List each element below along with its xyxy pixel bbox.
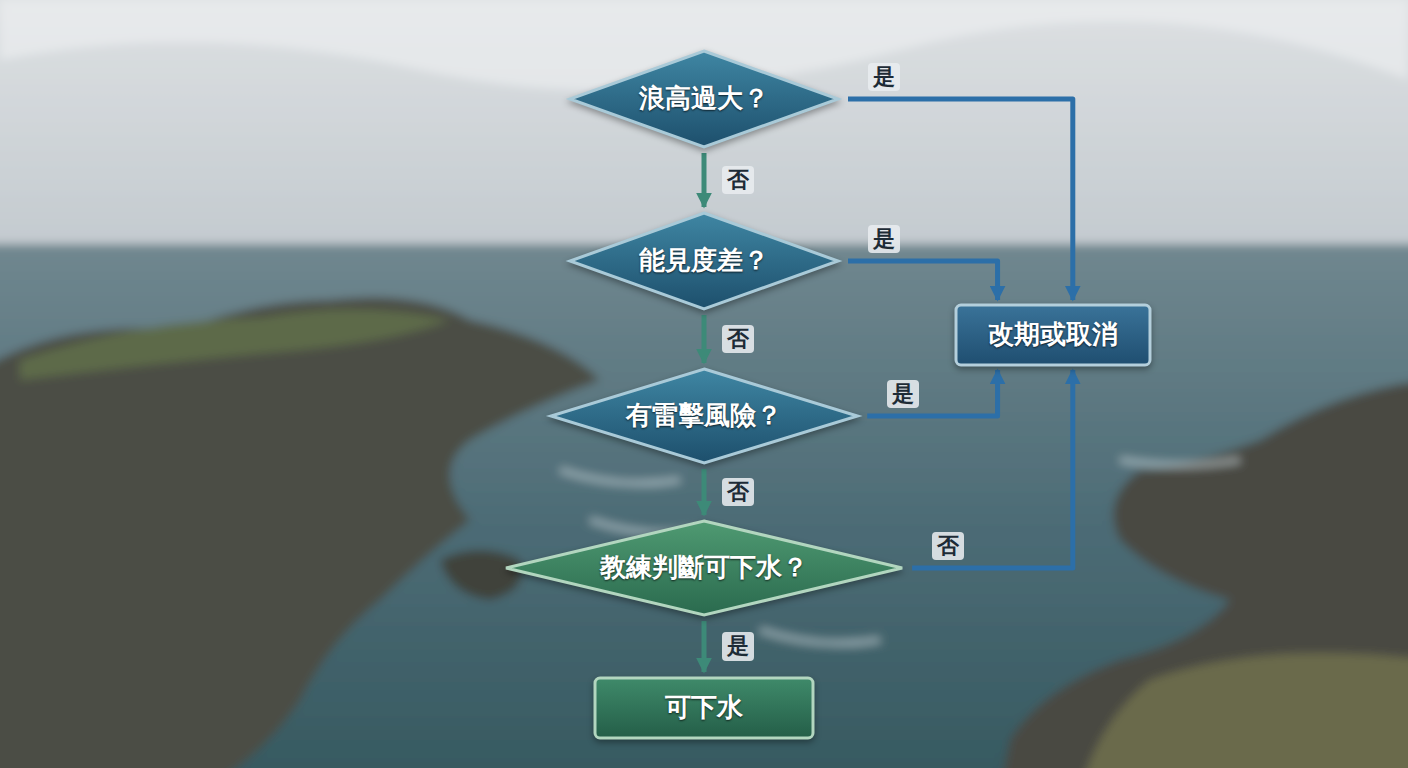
node-label: 有雷擊風險？ xyxy=(626,400,782,431)
flow-connector xyxy=(848,261,998,300)
decision-diamond: 教練判斷可下水？ xyxy=(504,519,904,617)
decision-diamond: 浪高過大？ xyxy=(568,49,840,149)
decision-diamond: 能見度差？ xyxy=(568,211,840,311)
text-group: 可下水 xyxy=(593,676,815,740)
node-label: 浪高過大？ xyxy=(639,83,769,114)
rock-left-moss xyxy=(20,309,450,380)
flow-connector xyxy=(867,370,997,416)
node-label: 能見度差？ xyxy=(639,245,769,276)
node-label: 改期或取消 xyxy=(988,319,1118,350)
text-group: 能見度差？ xyxy=(568,211,840,311)
text-group: 有雷擊風險？ xyxy=(549,367,859,465)
rock-right-moss xyxy=(1080,653,1408,768)
sea xyxy=(0,244,1408,768)
flow-connector xyxy=(701,315,706,363)
edge-label: 是 xyxy=(722,632,754,660)
rock-right xyxy=(1000,380,1408,768)
edge-label: 否 xyxy=(722,166,754,194)
box-shape xyxy=(956,305,1150,365)
outcome-box: 可下水 xyxy=(593,676,815,740)
edge-label: 否 xyxy=(722,325,754,353)
flow-connector xyxy=(912,370,1073,568)
decision-diamond: 有雷擊風險？ xyxy=(549,367,859,465)
flow-connector xyxy=(702,153,707,207)
edge-label: 是 xyxy=(868,63,900,91)
text-group: 教練判斷可下水？ xyxy=(504,519,904,617)
diamond-shape xyxy=(570,51,838,147)
node-label: 教練判斷可下水？ xyxy=(600,552,808,583)
edge-label: 否 xyxy=(932,532,964,560)
rock-left xyxy=(0,298,600,768)
text-group: 改期或取消 xyxy=(954,303,1152,367)
edge-label: 是 xyxy=(868,225,900,253)
flow-connector xyxy=(701,621,706,672)
diamond-shape xyxy=(570,213,838,309)
diamond-shape xyxy=(506,521,902,615)
flow-connector xyxy=(701,469,706,515)
edge-label: 否 xyxy=(722,478,754,506)
rock-small xyxy=(440,550,522,600)
node-label: 可下水 xyxy=(665,692,743,723)
diamond-shape xyxy=(551,369,857,463)
box-shape xyxy=(595,678,813,738)
outcome-box: 改期或取消 xyxy=(954,303,1152,367)
text-group: 浪高過大？ xyxy=(568,49,840,149)
flow-connector xyxy=(848,99,1073,300)
edge-label: 是 xyxy=(887,380,919,408)
